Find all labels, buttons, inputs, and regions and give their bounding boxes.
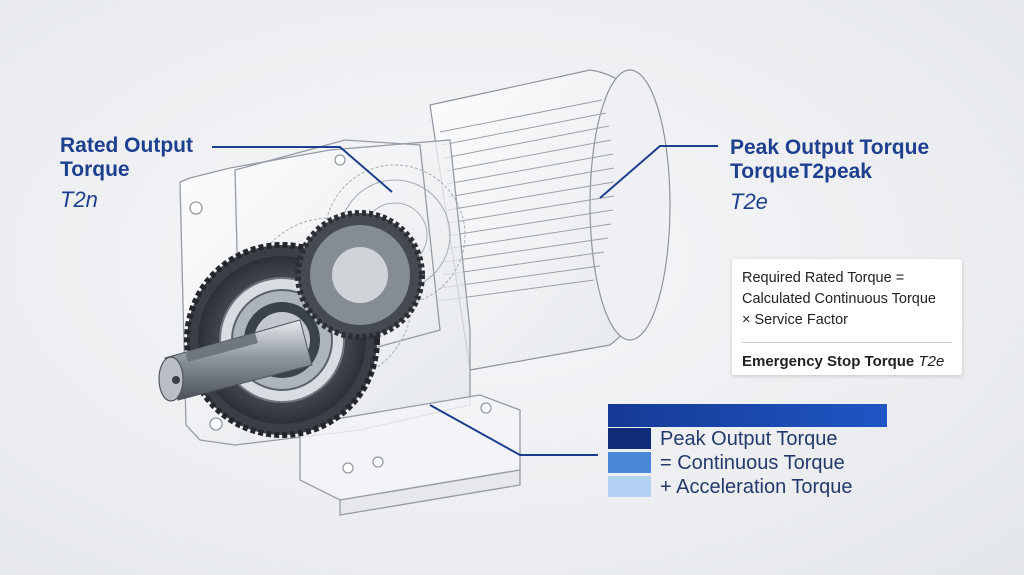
- legend-item-peak: Peak Output Torque: [608, 427, 888, 451]
- legend-item-acceleration: + Acceleration Torque: [608, 475, 888, 499]
- formula-line1: Required Rated Torque =: [742, 270, 905, 286]
- emergency-stop-label: Emergency Stop Torque: [742, 353, 915, 370]
- legend-swatch-continuous: [608, 452, 651, 473]
- intermediate-gear: [295, 210, 425, 340]
- legend-label-acceleration: + Acceleration Torque: [660, 476, 853, 498]
- cooling-fins: [437, 99, 615, 302]
- legend-label-peak: Peak Output Torque: [660, 428, 838, 450]
- rated-output-torque-callout: Rated Output Torque T2n: [60, 134, 193, 214]
- legend-label-continuous: = Continuous Torque: [660, 452, 845, 474]
- emergency-stop-symbol: T2e: [918, 353, 945, 370]
- peak-output-torque-callout: Peak Output Torque TorqueT2peak T2e: [730, 136, 929, 216]
- leader-lines: [212, 145, 718, 456]
- formula-line3: × Service Factor: [742, 312, 848, 328]
- legend-item-continuous: = Continuous Torque: [608, 451, 888, 475]
- mounting-base: [299, 394, 521, 516]
- peak-symbol: T2e: [730, 189, 768, 214]
- legend-swatch-acceleration: [608, 476, 651, 497]
- rated-symbol: T2n: [60, 187, 98, 212]
- emergency-stop-line: Emergency Stop Torque T2e: [742, 351, 952, 373]
- formula-divider: [742, 342, 952, 343]
- rated-title-line2: Torque: [60, 158, 130, 181]
- legend-swatch-peak: [608, 428, 651, 449]
- torque-legend: Peak Output Torque = Continuous Torque +…: [608, 404, 888, 499]
- peak-title-line2: TorqueT2peak: [730, 160, 872, 183]
- formula-line2: Calculated Continuous Torque: [742, 291, 937, 307]
- peak-title-line1: Peak Output Torque: [730, 136, 930, 159]
- output-shaft: [158, 319, 313, 402]
- rated-title-line1: Rated Output: [60, 134, 193, 157]
- torque-formula-box: Required Rated Torque = Calculated Conti…: [732, 259, 962, 375]
- legend-header-bar: [608, 404, 887, 427]
